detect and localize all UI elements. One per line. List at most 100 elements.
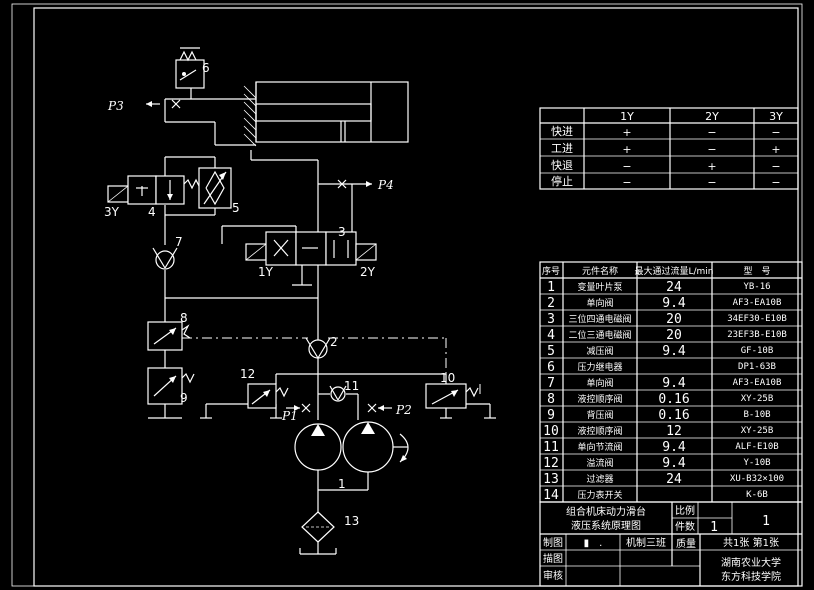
label-n9: 9 [180,391,188,405]
component-name: 减压阀 [586,345,613,357]
label-n3: 3 [338,225,346,239]
check-valve-7 [152,247,178,270]
solenoid-row-label: 停止 [551,174,573,188]
label-p2: P2 [395,403,412,417]
check-valve-2 [305,337,331,359]
component-model: 23EF3B-E10B [727,330,787,340]
solenoid-cell: − [707,143,716,156]
component-no: 8 [547,392,555,407]
component-flow: 9.4 [662,376,686,391]
scale-label: 比例 [675,504,695,517]
hydraulic-schematic: 6 P3 P4 3Y 4 5 7 3 1Y 2Y 8 2 9 12 11 10 … [104,47,496,555]
solenoid-header-1y: 1Y [620,110,634,123]
component-model: AF3-EA10B [733,378,782,388]
solenoid-cell: − [771,126,780,139]
label-p4: P4 [377,178,394,192]
component-list-table: 序号 元件名称 最大通过流量L/min 型 号 1 变量叶片泵 24 YB-16… [539,261,803,503]
component-name: 变量叶片泵 [577,281,622,293]
label-n10: 10 [440,371,455,385]
component-header-model: 型 号 [743,266,770,277]
label-n1: 1 [338,477,346,491]
component-model: XU-B32×100 [730,474,784,484]
solenoid-cell: − [622,176,631,189]
component-model: YB-16 [743,282,770,292]
pressure-points [146,99,392,413]
label-p1: P1 [281,409,298,423]
mass-label: 质量 [676,538,696,550]
count-label: 件数 [675,520,695,533]
component-model: XY-25B [741,394,774,404]
pump-and-motor [294,421,409,473]
school-name-line1: 湖南农业大学 [721,556,781,569]
component-name: 溢流阀 [586,457,613,469]
label-p3: P3 [107,99,124,113]
component-no: 4 [547,328,555,343]
component-no: 12 [543,456,559,471]
back-pressure-valve-9 [147,367,195,405]
component-no: 10 [543,424,559,439]
component-model: 34EF30-E10B [727,314,787,324]
review-label: 审核 [543,569,563,582]
outer-frame [11,3,803,587]
component-name: 液控顺序阀 [577,425,622,437]
component-row: 6 压力继电器 DP1-63B [547,360,776,375]
component-model: Y-10B [743,458,770,468]
drawing-number: 1 [762,514,770,529]
component-row: 11 单向节流阀 9.4 ALF-E10B [543,440,779,455]
component-flow: 0.16 [658,408,689,423]
component-row: 14 压力表开关 K-6B [543,488,768,503]
component-header-no: 序号 [542,265,560,277]
component-no: 2 [547,296,555,311]
component-name: 压力继电器 [577,361,622,373]
component-name: 压力表开关 [577,489,622,501]
solenoid-cell: + [622,143,631,156]
solenoid-cell: − [622,160,631,173]
component-row: 10 液控顺序阀 12 XY-25B [543,424,773,439]
component-row: 4 二位三通电磁阀 20 23EF3B-E10B [547,328,787,343]
component-flow: 9.4 [662,440,686,455]
component-header-flow: 最大通过流量L/min [634,265,713,277]
solenoid-cell: − [707,176,716,189]
component-no: 9 [547,408,555,423]
class-name: 机制三班 [626,536,666,549]
component-flow: 24 [666,280,682,295]
component-row: 7 单向阀 9.4 AF3-EA10B [547,376,781,391]
component-model: K-6B [746,490,768,500]
component-flow: 20 [666,312,682,327]
label-n11: 11 [344,379,359,393]
component-model: ALF-E10B [735,442,778,452]
component-name: 三位四通电磁阀 [568,313,631,325]
count-value: 1 [710,520,718,535]
throttle-valve-11 [329,385,347,402]
inner-frame [33,7,799,587]
drawn-by-mark: ▮ . [584,538,603,549]
component-no: 7 [547,376,555,391]
solenoid-header-3y: 3Y [769,110,783,123]
component-flow: 9.4 [662,344,686,359]
label-1y: 1Y [258,265,274,279]
component-flow: 0.16 [658,392,689,407]
label-3y: 3Y [104,205,120,219]
component-flow: 24 [666,472,682,487]
component-header-name: 元件名称 [582,265,618,277]
label-n5: 5 [232,201,240,215]
component-model: AF3-EA10B [733,298,782,308]
component-name: 过滤器 [586,473,613,485]
pipe-network [148,88,496,555]
component-flow: 20 [666,328,682,343]
reducing-valve-symbol [198,167,232,209]
solenoid-cell: − [771,160,780,173]
component-flow: 9.4 [662,456,686,471]
label-n8: 8 [180,311,188,325]
label-n13: 13 [344,514,359,528]
component-no: 6 [547,360,555,375]
component-name: 单向阀 [586,297,613,309]
component-row: 8 液控顺序阀 0.16 XY-25B [547,392,773,407]
component-model: B-10B [743,410,770,420]
drafting-label: 描图 [543,552,563,565]
label-n2: 2 [330,335,338,349]
component-no: 14 [543,488,559,503]
solenoid-action-table: 1Y 2Y 3Y 快进 + − − 工进 + − + 快退 − + − 停止 −… [539,107,799,190]
drawn-by-label: 制图 [543,536,563,549]
